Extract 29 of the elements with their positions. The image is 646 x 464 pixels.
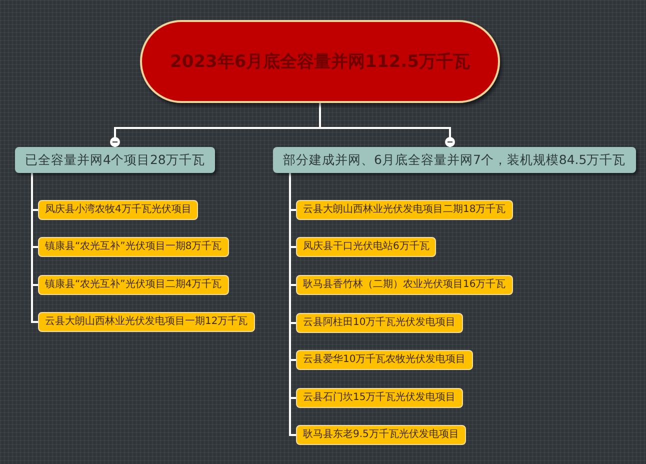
topic-text: 云县大朗山西林业光伏发电项目一期12万千瓦 [45,314,248,329]
topic-text: 云县大朗山西林业光伏发电项目二期18万千瓦 [303,202,506,217]
topic-text: 已全容量并网4个项目28万千瓦 [25,151,205,169]
project-box [38,312,255,332]
topic-text: 镇康县“农光互补”光伏项目二期4万千瓦 [45,278,222,292]
project-box [296,237,436,257]
topic-text: 耿马县东老9.5万千瓦光伏发电项目 [303,428,459,442]
project-box [296,388,463,408]
topic-text: 云县阿柱田10万千瓦光伏发电项目 [303,316,456,330]
project-box [38,237,229,257]
category-box [15,147,215,173]
project-box [38,275,229,295]
connector-line [31,173,38,323]
topic-text: 云县爱华10万千瓦农牧光伏发电项目 [303,352,466,367]
topic-text: 云县石门坎15万千瓦光伏发电项目 [303,390,456,405]
root-topic-pill [140,20,500,103]
project-box [296,313,463,333]
project-box [38,200,198,220]
project-box [296,350,473,370]
project-box [296,425,466,445]
topic-text: 部分建成并网、6月底全容量并网7个，装机规模84.5万千瓦 [283,151,626,169]
project-box [296,275,513,295]
topic-text: 2023年6月底全容量并网112.5万千瓦 [170,51,470,73]
project-box [296,200,513,220]
topic-text: 耿马县香竹林（二期）农业光伏项目16万千瓦 [303,278,506,292]
category-box [273,147,636,173]
topic-text: 凤庆县干口光伏电站6万千瓦 [303,240,430,254]
topic-text: 镇康县“农光互补”光伏项目一期8万千瓦 [45,240,222,254]
topic-text: 凤庆县小湾农牧4万千瓦光伏项目 [45,202,192,217]
